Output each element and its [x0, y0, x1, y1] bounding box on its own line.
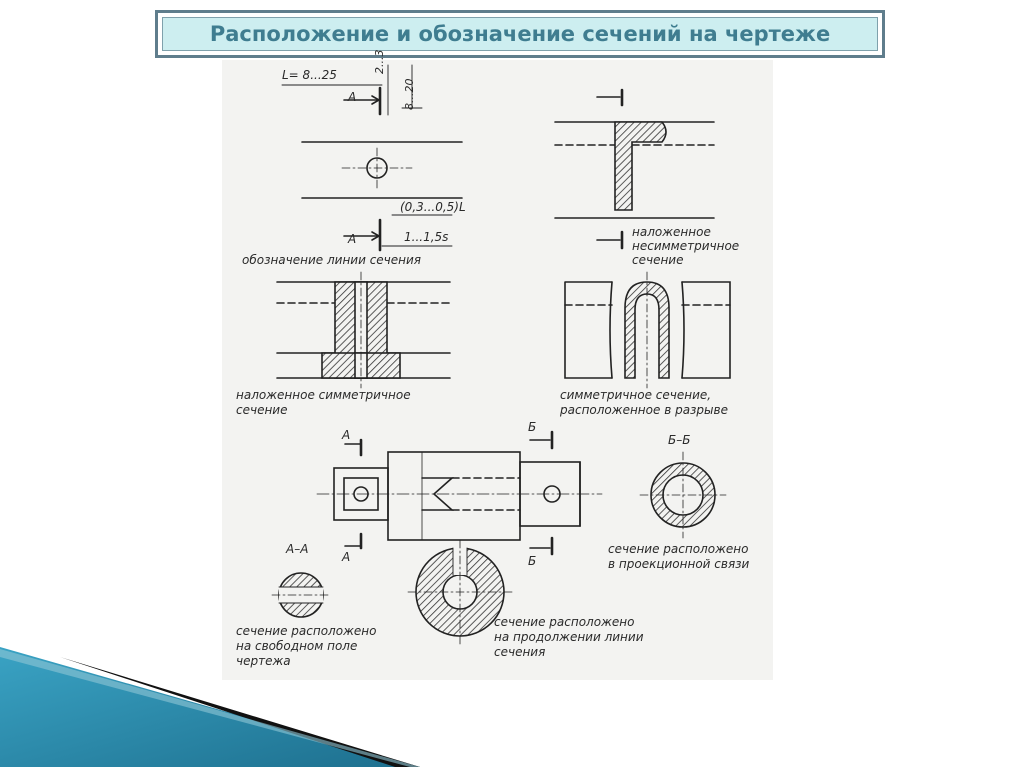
- letter-a-top: А: [348, 90, 357, 104]
- caption-free-1: сечение расположено: [236, 624, 377, 638]
- dim-thick: 1...1,5s: [404, 230, 449, 244]
- section-bb: [639, 451, 727, 539]
- caption-free-2: на свободном поле: [236, 639, 358, 653]
- section-bb-title: Б–Б: [668, 433, 691, 447]
- caption-line-designation: обозначение линии сечения: [242, 253, 422, 267]
- right-break: [681, 281, 685, 379]
- asymmetric-section-block: [554, 88, 715, 250]
- section-aa-title: А–А: [286, 542, 309, 556]
- section-aa: [271, 572, 331, 618]
- letter-a-cut-top: А: [342, 428, 351, 442]
- asym-section-hatch: [614, 121, 667, 211]
- caption-break-1: симметричное сечение,: [560, 388, 712, 402]
- caption-asym-3: сечение: [632, 253, 684, 267]
- symmetric-section-block: [276, 271, 451, 389]
- corner-dark-stripe: [60, 657, 420, 767]
- cut-arrowhead-top: [371, 95, 381, 105]
- dim-l-range: L= 8...25: [282, 68, 337, 82]
- caption-cont-2: на продолжении линии: [494, 630, 644, 644]
- designation-block: [281, 64, 463, 252]
- caption-free-3: чертежа: [236, 654, 291, 668]
- cut-arrowhead-bottom: [371, 231, 381, 241]
- caption-cont-3: сечения: [494, 645, 546, 659]
- letter-b-bottom: Б: [528, 554, 537, 568]
- left-part: [564, 281, 613, 379]
- caption-cont-1: сечение расположено: [494, 615, 635, 629]
- shaft-body: [387, 451, 521, 541]
- right-part: [681, 281, 731, 379]
- letter-b-top: Б: [528, 420, 537, 434]
- left-break: [609, 281, 613, 379]
- caption-asym-2: несимметричное: [632, 239, 740, 253]
- caption-proj-1: сечение расположено: [608, 542, 749, 556]
- caption-proj-2: в проекционной связи: [608, 557, 750, 571]
- dim-height: 8...20: [403, 78, 416, 111]
- letter-a-bottom: А: [348, 232, 357, 246]
- caption-break-2: расположенное в разрыве: [560, 403, 728, 417]
- slide-corner-decoration: [0, 647, 420, 767]
- drawing-scan: L= 8...25 2...3 8...20 (0,3...0,5)L 1...…: [222, 50, 773, 680]
- slide-title-inner: Расположение и обозначение сечений на че…: [162, 17, 878, 51]
- corner-light-stripe: [0, 649, 420, 767]
- caption-sym-1: наложенное симметричное: [236, 388, 411, 402]
- dim-gap: 2...3: [373, 49, 386, 75]
- slide-title: Расположение и обозначение сечений на че…: [209, 22, 831, 46]
- caption-sym-2: сечение: [236, 403, 288, 417]
- caption-asym-1: наложенное: [632, 225, 711, 239]
- letter-a-cut-bottom: А: [342, 550, 351, 564]
- break-section-block: [564, 271, 731, 389]
- technical-drawing: [271, 64, 731, 645]
- section-continuation: [407, 539, 513, 645]
- dim-ratio: (0,3...0,5)L: [400, 200, 466, 214]
- slide-title-box: Расположение и обозначение сечений на че…: [155, 10, 885, 58]
- shaft-block: [316, 430, 603, 556]
- break-section-hatch: [624, 281, 670, 379]
